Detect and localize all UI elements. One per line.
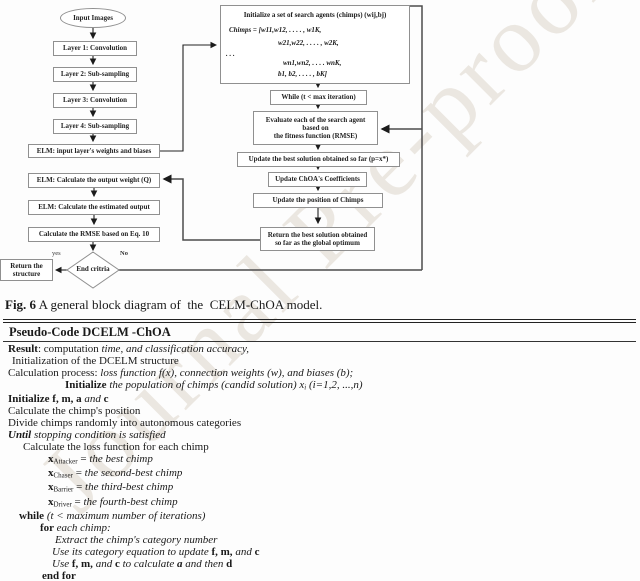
pseudocode-table: Pseudo-Code DCELM -ChOA Result: computat…: [3, 319, 636, 581]
node-end-criteria: End critria: [76, 265, 110, 273]
pseudocode-line: Use f, m, and c to calculate a and then …: [52, 557, 233, 570]
pseudocode-line: Initialization of the DCELM structure: [12, 354, 179, 367]
chimps-equation-line: . . .: [226, 50, 235, 58]
pseudocode-line: for each chimp:: [40, 522, 111, 535]
node-input-images: Input Images: [60, 8, 126, 28]
node-update-best-solution: Update the best solution obtained so far…: [237, 152, 400, 167]
node-initialize-agents: Initialize a set of search agents (chimp…: [220, 5, 410, 84]
node-elm-estimated-output: ELM: Calculate the estimated output: [28, 200, 160, 215]
node-return-best-solution: Return the best solution obtained so far…: [260, 227, 375, 251]
node-layer2-subsampling: Layer 2: Sub-sampling: [53, 67, 137, 82]
pseudocode-line: end for: [42, 569, 76, 581]
pseudocode-line: xDriver = the fourth-best chimp: [48, 495, 178, 509]
pseudocode-line: Result: computation time, and classifica…: [8, 343, 250, 355]
node-layer3-convolution: Layer 3: Convolution: [53, 93, 137, 108]
node-layer4-subsampling: Layer 4: Sub-sampling: [53, 119, 137, 134]
pseudocode-body: Result: computation time, and classifica…: [3, 342, 636, 581]
node-elm-input-weights: ELM: input layer's weights and biases: [28, 144, 160, 158]
node-layer1-convolution: Layer 1: Convolution: [53, 41, 137, 56]
pseudocode-header: Pseudo-Code DCELM -ChOA: [3, 323, 636, 342]
label-yes: yes: [52, 250, 61, 257]
chimps-equation-line: w21,w22, . . . . , w2K,: [278, 39, 339, 47]
pseudocode-line: Calculation process: loss function f(x),…: [8, 366, 354, 379]
figure-number: Fig. 6: [5, 297, 37, 312]
pseudocode-line: while (t < maximum number of iterations): [19, 510, 206, 523]
node-while-max-iteration: While (t < max iteration): [270, 90, 367, 105]
chimps-equation-line: wn1,wn2, . . . . wnK,: [283, 59, 342, 67]
node-evaluate-agents: Evaluate each of the search agent based …: [253, 111, 378, 145]
pseudocode-line: xAttacker = the best chimp: [48, 452, 153, 466]
pseudocode-line: xChaser = the second-best chimp: [48, 467, 183, 480]
pseudocode-line: xBarrier = the third-best chimp: [48, 481, 174, 494]
pseudocode-line: Calculate the loss function for each chi…: [23, 440, 209, 453]
node-calculate-rmse: Calculate the RMSE based on Eq. 10: [28, 227, 160, 242]
pseudocode-line: Calculate the chimp's position: [8, 405, 141, 418]
label-no: No: [120, 250, 128, 257]
pseudocode-line: Until stopping condition is satisfied: [8, 428, 166, 441]
figure-caption-text: A general block diagram of the CELM-ChOA…: [36, 297, 323, 312]
node-update-chimp-positions: Update the position of Chimps: [253, 193, 383, 208]
chimps-equation-line: Chimps = [w11,w12, . . . . , w1K,: [229, 26, 322, 34]
pseudocode-line: Initialize f, m, a and c: [8, 393, 109, 406]
figure-caption: Fig. 6 A general block diagram of the CE…: [5, 297, 322, 313]
initialize-title: Initialize a set of search agents (chimp…: [243, 11, 387, 19]
node-elm-output-weight: ELM: Calculate the output weight (Q): [28, 173, 160, 188]
chimps-equation-line: b1, b2, . . . . , bK]: [278, 70, 327, 78]
pseudocode-line: Divide chimps randomly into autonomous c…: [8, 416, 242, 429]
node-return-structure: Return the structure: [0, 259, 53, 281]
pseudocode-line: Extract the chimp's category number: [55, 534, 218, 547]
pseudocode-line: Initialize the population of chimps (can…: [65, 378, 363, 392]
node-update-choa-coefficients: Update ChOA's Coefficients: [268, 172, 367, 187]
pseudocode-line: Use its category equation to update f, m…: [52, 546, 260, 558]
